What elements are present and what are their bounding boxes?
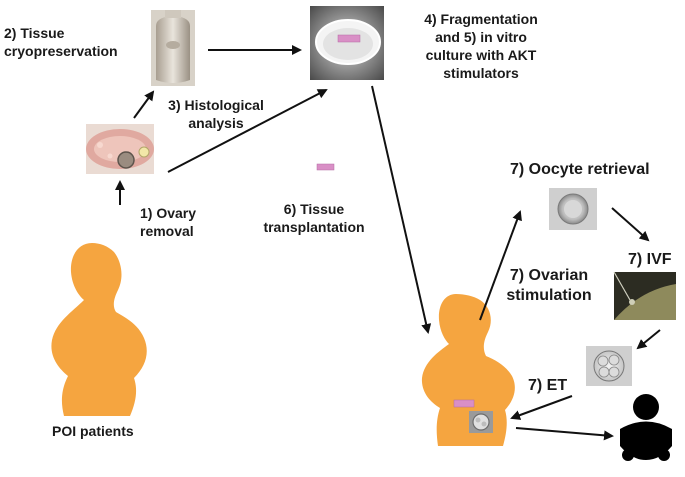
label-oocyte-retrieval: 7) Oocyte retrieval xyxy=(510,161,650,178)
label-poi-patients: POI patients xyxy=(52,423,134,439)
arrow-oocyte-to-ivf xyxy=(611,207,650,242)
culture-dish-icon xyxy=(310,6,384,80)
ovary-section-icon xyxy=(86,124,154,174)
arrow-embryo-to-patient xyxy=(510,395,573,420)
woman-silhouette-right xyxy=(421,294,515,446)
label-ivf: 7) IVF xyxy=(628,251,672,268)
baby-icon xyxy=(620,394,672,461)
arrow-dish-to-patient xyxy=(371,85,432,334)
embryo-icon xyxy=(586,346,632,386)
arrow-stimulation-to-oocyte xyxy=(479,210,522,321)
arrow-ivf-to-embryo xyxy=(636,329,661,350)
label-tissue-transplantation: 6) Tissue transplantation xyxy=(263,201,365,235)
label-fragmentation-culture: 4) Fragmentation and 5) in vitro culture… xyxy=(424,11,538,81)
arrow-ovary-to-dish xyxy=(167,89,328,173)
woman-silhouette-icon xyxy=(51,243,147,416)
label-et: 7) ET xyxy=(528,377,568,394)
arrows xyxy=(115,45,661,441)
label-tissue-cryopreservation: 2) Tissue cryopreservation xyxy=(4,25,118,59)
label-ovarian-stimulation: 7) Ovarian stimulation xyxy=(506,267,592,304)
label-histological-analysis: 3) Histological analysis xyxy=(168,97,264,131)
oocyte-icon xyxy=(549,188,597,230)
tissue-piece xyxy=(316,163,335,171)
arrow-patient-to-baby xyxy=(515,427,614,441)
ivf-icon xyxy=(613,271,676,320)
arrow-ovary-to-cryo xyxy=(133,90,155,119)
label-ovary-removal: 1) Ovary removal xyxy=(140,205,197,239)
cryo-tank-icon xyxy=(151,10,195,86)
